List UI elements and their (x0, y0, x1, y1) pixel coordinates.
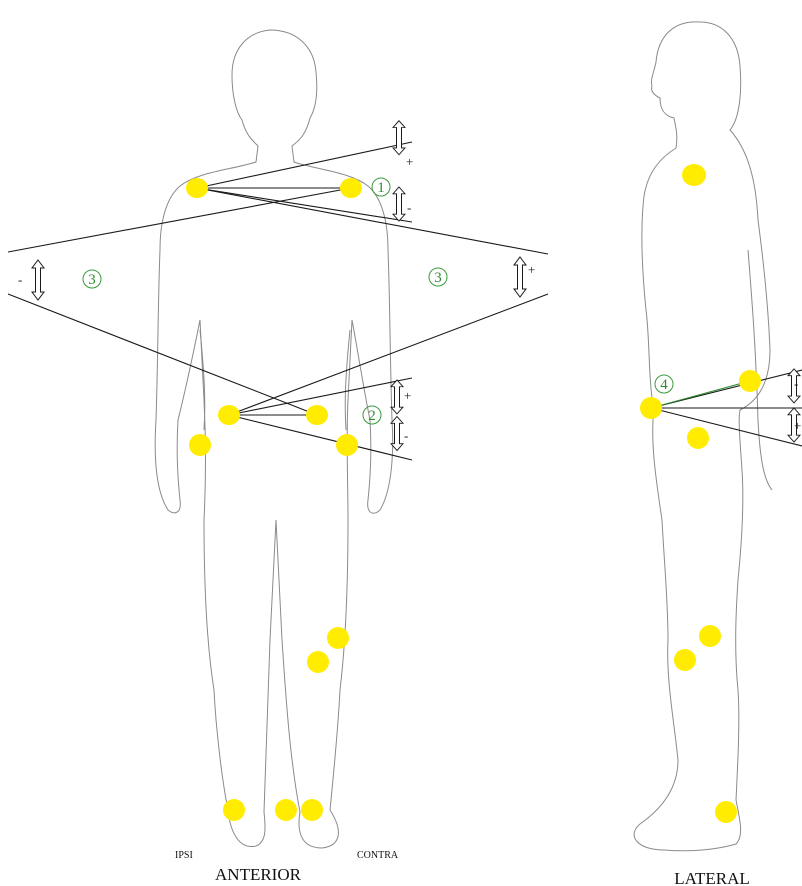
pelvis-line-lower (228, 414, 413, 461)
lateral-line-green (650, 380, 751, 409)
number-1-circle (371, 177, 391, 197)
sign-left-minus: - (18, 272, 22, 287)
marker-lateral-shoulder (682, 164, 706, 186)
anterior-label: ANTERIOR (215, 865, 302, 884)
number-2-circle (362, 405, 382, 425)
sign-shoulder-plus: + (406, 154, 413, 169)
number-3-left-circle (82, 269, 102, 289)
marker-lateral-pelvis-posterior (739, 370, 761, 392)
shoulder-line-lower (196, 187, 413, 223)
arrow-shoulder-minus (392, 186, 406, 222)
number-3-left: 3 (88, 272, 96, 288)
shoulder-to-left-line (7, 187, 352, 253)
marker-lateral-knee-upper (699, 625, 721, 647)
arrow-left-minus (31, 259, 45, 301)
pelvis-line-upper (228, 377, 413, 416)
marker-lateral-knee-lower (674, 649, 696, 671)
lateral-markers (640, 164, 761, 823)
anterior-markers (186, 178, 362, 821)
number-4: 4 (660, 377, 668, 393)
marker-ankle-ipsi (223, 799, 245, 821)
sign-pelvis-plus: + (404, 388, 411, 403)
number-1: 1 (377, 180, 385, 196)
number-3-right-circle (428, 267, 448, 287)
number-4-circle (654, 374, 674, 394)
arrow-right-plus (513, 256, 527, 298)
captions: IPSI CONTRA ANTERIOR LATERAL (175, 850, 750, 886)
pelvis-to-left-line (7, 293, 318, 416)
lateral-body-outline (633, 21, 773, 852)
marker-shoulder-contra (340, 178, 362, 198)
shoulder-line-upper (196, 141, 413, 189)
marker-hip-ipsi (189, 434, 211, 456)
sign-lateral-minus: - (794, 376, 798, 391)
marker-ankle-contra-outer (301, 799, 323, 821)
lateral-measurement-lines (650, 369, 802, 447)
pelvis-to-right-long-line (228, 293, 549, 416)
marker-knee-lower (307, 651, 329, 673)
lateral-label: LATERAL (674, 869, 750, 886)
marker-hip-contra (336, 434, 358, 456)
circled-numbers: 1 2 3 3 4 (82, 177, 674, 425)
marker-lateral-pelvis-anterior (640, 397, 662, 419)
anterior-body-outline (154, 29, 394, 849)
ipsi-label: IPSI (175, 850, 193, 861)
marker-knee-upper (327, 627, 349, 649)
sign-lateral-plus: + (794, 418, 801, 433)
marker-lateral-hip (687, 427, 709, 449)
sign-pelvis-minus: - (404, 428, 408, 443)
arrow-shoulder-plus (392, 120, 406, 156)
sign-right-plus: + (528, 262, 535, 277)
marker-pelvis-contra (306, 405, 328, 425)
marker-lateral-ankle (715, 801, 737, 823)
lateral-line-lower (650, 407, 802, 447)
contra-label: CONTRA (357, 850, 399, 861)
marker-shoulder-ipsi (186, 178, 208, 198)
marker-pelvis-ipsi (218, 405, 240, 425)
number-3-right: 3 (434, 270, 442, 286)
marker-ankle-contra-inner (275, 799, 297, 821)
shoulder-to-right-long-line (196, 187, 549, 255)
sign-labels: + - - + + - - + (18, 154, 801, 443)
arrow-pelvis-plus (390, 379, 404, 415)
sign-shoulder-minus: - (407, 200, 411, 215)
anterior-measurement-lines (7, 141, 549, 461)
number-2: 2 (368, 408, 376, 424)
